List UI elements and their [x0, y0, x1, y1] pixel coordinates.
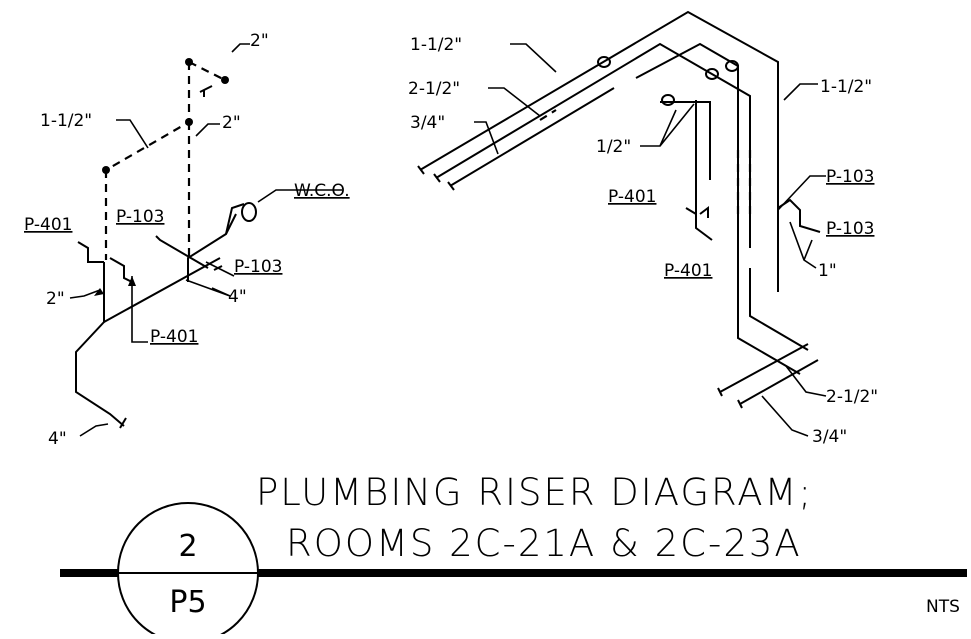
leader-r-1in	[789, 221, 817, 269]
title-block: 2 P5 PLUMBING RISER DIAGRAM; ROOMS 2C-21…	[60, 471, 967, 639]
label-r-34-b: 3/4"	[812, 427, 847, 447]
label-2in-left: 2"	[46, 289, 65, 309]
vent-cap-symbol	[199, 85, 213, 97]
vent-node-branch	[221, 76, 229, 84]
right-riser-group: 1-1/2" 2-1/2" 3/4" 1/2" 1-1/2" P-103 P-4…	[408, 10, 878, 447]
wco-cleanout-symbol	[241, 202, 257, 222]
leader-r-12	[640, 103, 695, 147]
vent-pipe-dashed-upper	[105, 62, 191, 171]
pipe-1in-trap	[777, 198, 821, 233]
leader-r-112-b	[783, 83, 818, 101]
leader-r-212-a	[488, 87, 541, 117]
drain-horizontal-run	[103, 257, 221, 323]
leader-4in-a	[185, 279, 231, 297]
sheet-number: P5	[169, 585, 206, 620]
arrow-2in-left	[94, 288, 104, 296]
leader-r-34-a	[474, 121, 499, 155]
label-r-212-b: 2-1/2"	[826, 387, 878, 407]
label-p401-left: P-401	[24, 215, 72, 235]
title-underline-bar	[60, 569, 967, 577]
leader-p401-bottom	[131, 276, 148, 343]
leader-p103-right	[205, 261, 235, 277]
pipe-lower-horizontal-a	[719, 343, 809, 393]
p103-branch-left	[155, 235, 209, 269]
label-r-1in: 1"	[818, 261, 837, 281]
p401-trap-left-b	[109, 257, 133, 283]
label-r-212-a: 2-1/2"	[408, 79, 460, 99]
leader-2in-left	[69, 289, 101, 299]
pipe-break-marks	[539, 109, 752, 216]
leader-r-p103-a	[777, 175, 826, 211]
title-line-1: PLUMBING RISER DIAGRAM;	[256, 471, 813, 514]
label-r-112-a: 1-1/2"	[410, 35, 462, 55]
leader-2in-top	[231, 43, 250, 53]
label-r-112-b: 1-1/2"	[820, 77, 872, 97]
label-4in-a: 4"	[228, 287, 247, 307]
detail-number: 2	[178, 529, 197, 564]
label-r-p401-b: P-401	[664, 261, 712, 281]
drain-riser-to-wco	[187, 213, 237, 282]
fixture-connection-4	[725, 60, 739, 72]
drain-end-cap	[119, 417, 127, 429]
leader-wco	[257, 189, 342, 203]
vent-node-top	[185, 58, 193, 66]
label-p103-left-2: P-103	[234, 257, 282, 277]
vent-pipe-dashed-branch	[188, 61, 226, 81]
leader-2in-mid	[195, 123, 220, 137]
left-riser-group: 2" 1-1/2" 2" W.C.O. P-401 P-103 P-103 2"…	[24, 31, 350, 449]
fixture-connection-3	[705, 68, 719, 80]
label-r-p401-a: P-401	[608, 187, 656, 207]
main-drain-pipe	[75, 262, 125, 427]
title-line-2: ROOMS 2C-21A & 2C-23A	[286, 522, 802, 565]
scale-note: NTS	[926, 597, 960, 617]
label-p401-bottom: P-401	[150, 327, 198, 347]
leader-4in-b	[79, 423, 109, 437]
vent-node-mid	[185, 118, 193, 126]
leader-r-212-b	[785, 365, 827, 397]
fixture-connection-2	[661, 94, 675, 106]
label-r-p103-a: P-103	[826, 167, 874, 187]
pipe-lower-horizontal-b	[739, 359, 819, 405]
pipe-12-run	[660, 100, 713, 241]
leader-r-34-b	[761, 395, 809, 437]
leader-112-left	[116, 119, 149, 149]
pipe-end-caps	[417, 165, 743, 409]
pipe-p401-trap	[685, 206, 709, 218]
arrow-p401-bottom	[128, 276, 136, 286]
label-r-34-a: 3/4"	[410, 113, 445, 133]
fixture-connection-1	[597, 56, 611, 68]
label-4in-b: 4"	[48, 429, 67, 449]
label-p103-left: P-103	[116, 207, 164, 227]
leader-r-112-a	[510, 43, 557, 73]
label-r-p103-b: P-103	[826, 219, 874, 239]
wco-branch	[225, 203, 245, 235]
p401-trap-left	[77, 241, 104, 263]
label-2in-top: 2"	[250, 31, 269, 51]
label-112-left: 1-1/2"	[40, 111, 92, 131]
vent-node-left	[102, 166, 110, 174]
label-r-12: 1/2"	[596, 137, 631, 157]
label-wco: W.C.O.	[294, 181, 350, 201]
label-2in-mid: 2"	[222, 113, 241, 133]
pipe-112-run	[419, 10, 779, 292]
